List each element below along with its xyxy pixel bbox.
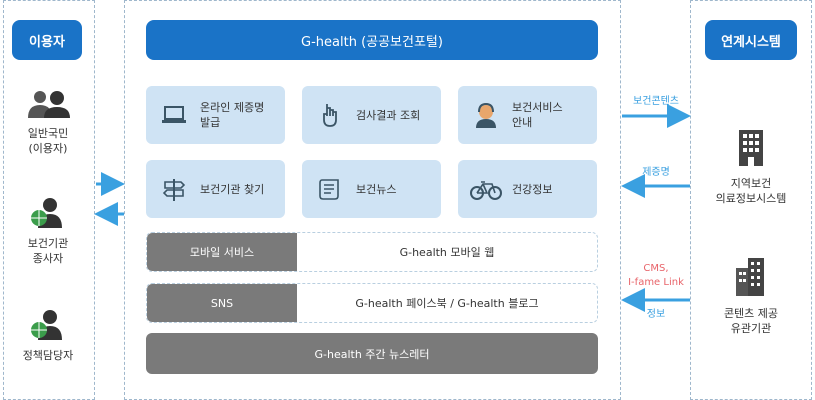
service-label-health-guide: 보건서비스 안내 (512, 101, 563, 129)
weekly-newsletter-bar[interactable]: G-health 주간 뉴스레터 (146, 333, 598, 374)
policy-globe-icon (28, 308, 68, 344)
system-label-content-provider: 콘텐츠 제공 유관기관 (723, 307, 779, 335)
skyscraper-icon (734, 256, 768, 300)
users-header: 이용자 (12, 20, 82, 60)
service-label-health-news: 보건뉴스 (356, 182, 397, 196)
hand-pointer-icon (310, 102, 350, 128)
mobile-service-row: 모바일 서비스 G-health 모바일 웹 (146, 232, 598, 272)
flow-label-cms-link: CMS, I-fame Link (628, 263, 684, 288)
service-test-results[interactable]: 검사결과 조회 (302, 86, 441, 144)
system-regional-health: 지역보건 의료정보시스템 (701, 128, 801, 206)
headset-agent-icon (466, 102, 506, 128)
building-icon (736, 128, 766, 170)
service-find-institution[interactable]: 보건기관 찾기 (146, 160, 285, 218)
flow-label-certificate: 제증명 (642, 167, 670, 178)
laptop-icon (154, 104, 194, 126)
user-label-health-worker: 보건기관 종사자 (27, 237, 69, 265)
sns-links[interactable]: G-health 페이스북 / G-health 블로그 (355, 297, 539, 310)
service-label-online-certificate: 온라인 제증명 발급 (200, 101, 265, 129)
mobile-service-label: 모바일 서비스 (147, 233, 297, 271)
service-health-news[interactable]: 보건뉴스 (302, 160, 441, 218)
user-general-public: 일반국민 (이용자) (8, 88, 88, 156)
portal-title: G-health (공공보건포털) (146, 20, 598, 60)
user-label-general-public: 일반국민 (이용자) (27, 127, 69, 155)
user-health-worker: 보건기관 종사자 (8, 196, 88, 266)
signpost-icon (154, 177, 194, 201)
two-people-icon (24, 88, 72, 122)
system-label-regional-health: 지역보건 의료정보시스템 (715, 177, 787, 205)
flow-label-info: 정보 (646, 309, 666, 320)
service-label-test-results: 검사결과 조회 (356, 108, 421, 122)
service-health-info[interactable]: 건강정보 (458, 160, 597, 218)
worker-globe-icon (28, 196, 68, 232)
bicycle-icon (466, 178, 506, 200)
systems-header: 연계시스템 (705, 20, 797, 60)
systems-panel (690, 0, 812, 400)
user-label-policy-maker: 정책담당자 (22, 349, 74, 362)
scroll-icon (310, 177, 350, 201)
service-online-certificate[interactable]: 온라인 제증명 발급 (146, 86, 285, 144)
sns-label: SNS (147, 284, 297, 322)
system-content-provider: 콘텐츠 제공 유관기관 (701, 256, 801, 336)
service-health-guide[interactable]: 보건서비스 안내 (458, 86, 597, 144)
service-label-find-institution: 보건기관 찾기 (200, 182, 265, 196)
user-policy-maker: 정책담당자 (8, 308, 88, 363)
flow-label-health-contents: 보건콘텐츠 (633, 96, 679, 107)
mobile-web-link[interactable]: G-health 모바일 웹 (399, 246, 495, 259)
sns-row: SNS G-health 페이스북 / G-health 블로그 (146, 283, 598, 323)
service-label-health-info: 건강정보 (512, 182, 553, 196)
